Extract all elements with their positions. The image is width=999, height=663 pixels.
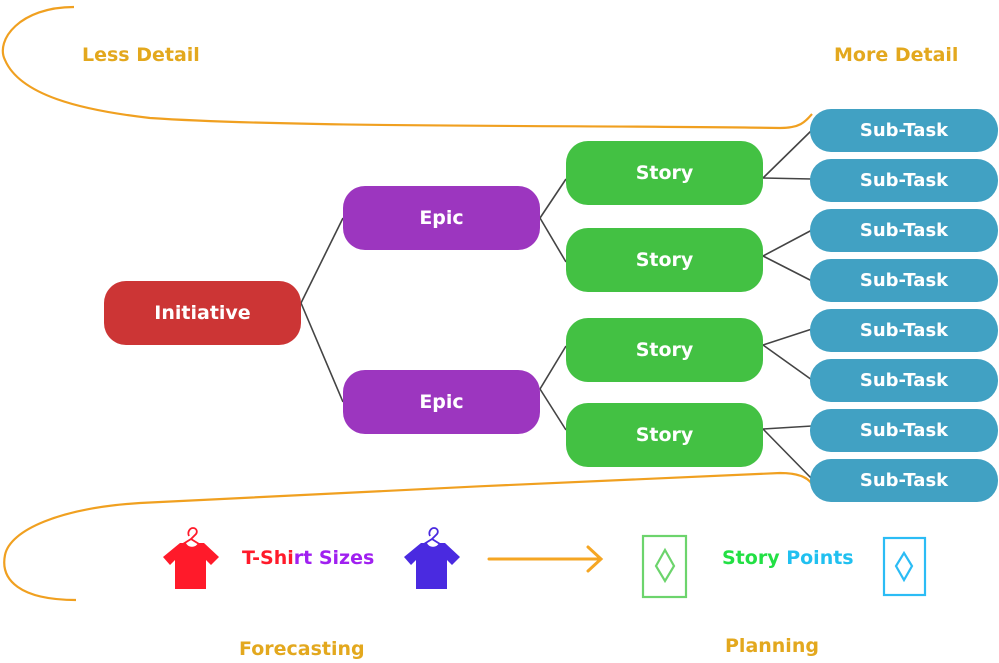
tshirt-blue-icon xyxy=(404,527,460,589)
edge-epic-2-story-4 xyxy=(539,388,567,431)
card-diamond-blue-icon xyxy=(882,536,927,597)
edge-story-1-subtask-1 xyxy=(762,129,813,179)
edge-story-4-subtask-7 xyxy=(762,425,813,430)
card-diamond-green-icon xyxy=(641,534,688,599)
edge-epic-1-story-1 xyxy=(539,178,567,219)
edge-story-1-subtask-2 xyxy=(762,177,813,180)
tshirt-red-icon xyxy=(163,527,219,589)
forecasting-label: Forecasting xyxy=(239,638,365,660)
edge-epic-1-story-2 xyxy=(539,217,567,263)
story-points-label: Story Points xyxy=(722,547,854,569)
initiative-node[interactable]: Initiative xyxy=(104,281,301,345)
edge-initiative-epic-1 xyxy=(300,217,344,304)
bottom-bracket-curve xyxy=(3,471,813,602)
subtask-node[interactable]: Sub-Task xyxy=(810,459,998,502)
subtask-node[interactable]: Sub-Task xyxy=(810,309,998,352)
tshirt-sizes-label: T-Shirt Sizes xyxy=(242,547,374,569)
top-bracket-curve xyxy=(1,5,813,130)
story-points-part2: Points xyxy=(786,547,854,569)
edge-story-3-subtask-5 xyxy=(762,328,813,346)
story-points-part1: Story xyxy=(722,547,780,569)
story-node[interactable]: Story xyxy=(566,318,763,382)
subtask-node[interactable]: Sub-Task xyxy=(810,259,998,302)
tshirt-sizes-part2: rt Sizes xyxy=(293,547,375,569)
edge-epic-2-story-3 xyxy=(539,345,567,390)
epic-node[interactable]: Epic xyxy=(343,186,540,250)
subtask-node[interactable]: Sub-Task xyxy=(810,359,998,402)
edge-initiative-epic-2 xyxy=(300,302,344,403)
subtask-node[interactable]: Sub-Task xyxy=(810,409,998,452)
planning-label: Planning xyxy=(725,635,819,657)
subtask-node[interactable]: Sub-Task xyxy=(810,159,998,202)
story-node[interactable]: Story xyxy=(566,403,763,467)
tshirt-sizes-part1: T-Shi xyxy=(242,547,294,569)
subtask-node[interactable]: Sub-Task xyxy=(810,209,998,252)
story-node[interactable]: Story xyxy=(566,228,763,292)
story-node[interactable]: Story xyxy=(566,141,763,205)
subtask-node[interactable]: Sub-Task xyxy=(810,109,998,152)
less-detail-label: Less Detail xyxy=(82,44,200,66)
more-detail-label: More Detail xyxy=(834,44,959,66)
edge-story-4-subtask-8 xyxy=(762,428,813,480)
edge-story-3-subtask-6 xyxy=(762,344,813,381)
edge-story-2-subtask-4 xyxy=(762,255,813,282)
epic-node[interactable]: Epic xyxy=(343,370,540,434)
arrow-right-icon xyxy=(487,545,604,573)
edge-story-2-subtask-3 xyxy=(762,229,813,257)
